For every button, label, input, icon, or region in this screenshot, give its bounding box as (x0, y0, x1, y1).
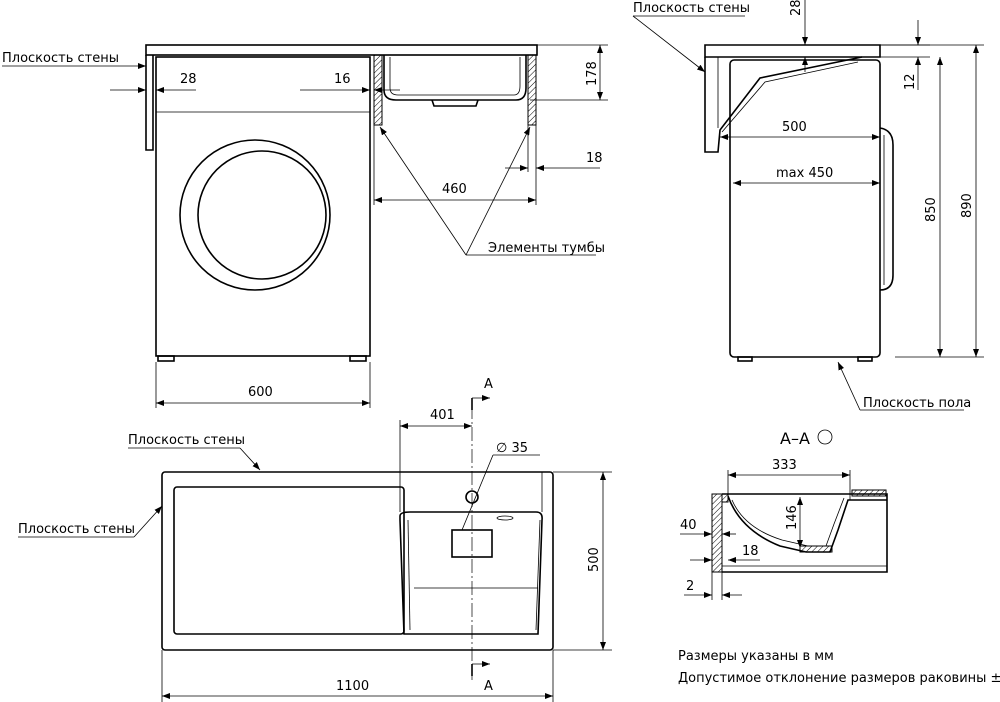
front-view: Плоскость стены 28 16 178 18 460 Элемент… (2, 44, 608, 408)
drain-plan (451, 529, 493, 558)
section-symbol (817, 429, 833, 445)
wall-bracket-section (711, 493, 723, 573)
dim-890-side: 890 (960, 193, 975, 218)
machine-foot-right (349, 355, 367, 362)
dim-16-front: 16 (334, 72, 351, 87)
dim-18-section: 18 (742, 544, 759, 559)
cabinet-element-right (527, 54, 537, 126)
dim-850-side: 850 (924, 197, 939, 222)
washing-machine-side (729, 59, 881, 358)
countertop-plan (161, 471, 554, 651)
dim-40-section: 40 (680, 518, 697, 533)
machine-area-plan (173, 486, 405, 635)
wall-plane-label-plan-left: Плоскость стены (18, 522, 135, 537)
basin-front (383, 55, 527, 101)
wall-plane-label-front: Плоскость стены (2, 51, 119, 66)
basin-drain-front (431, 99, 479, 107)
cabinet-elements-label: Элементы тумбы (488, 241, 605, 256)
dim-max450-side: max 450 (776, 166, 833, 181)
section-mark-top: А (484, 377, 493, 392)
plan-view: А А 401 ∅ 35 500 1100 Плоскость стены Пл… (18, 377, 612, 702)
washing-machine-front (155, 56, 371, 357)
dim-600-front: 600 (248, 385, 273, 400)
dim-28-side: 28 (789, 0, 804, 16)
section-title: А–А (780, 429, 810, 448)
wall-plane-label-side: Плоскость стены (633, 1, 750, 16)
machine-door-outer (179, 139, 331, 291)
note-tolerance: Допустимое отклонение размеров раковины … (678, 671, 1000, 686)
dim-460-front: 460 (442, 182, 467, 197)
machine-door-side (879, 127, 894, 291)
countertop-side (704, 44, 881, 58)
hole-diameter-label: ∅ 35 (496, 441, 528, 456)
wall-bracket-front (145, 55, 154, 151)
dim-1100-plan: 1100 (336, 679, 369, 694)
dim-2-section: 2 (686, 579, 694, 594)
note-units: Размеры указаны в мм (678, 649, 834, 664)
basin-section (722, 493, 888, 573)
dim-178-front: 178 (585, 61, 600, 86)
machine-door-inner (197, 150, 327, 280)
dim-333-section: 333 (772, 458, 797, 473)
dim-28-front: 28 (180, 72, 197, 87)
drain-section (799, 545, 833, 553)
section-mark-bottom: А (484, 679, 493, 694)
dim-12-side: 12 (903, 73, 918, 90)
wall-plane-label-plan-top: Плоскость стены (128, 433, 245, 448)
overflow-hole (496, 515, 514, 521)
dim-146-section: 146 (785, 505, 800, 530)
dim-18-front: 18 (586, 151, 603, 166)
countertop-front (145, 44, 538, 56)
dim-401-plan: 401 (430, 408, 455, 423)
dim-500-side: 500 (782, 120, 807, 135)
dim-500-plan: 500 (587, 547, 602, 572)
floor-plane-label: Плоскость пола (863, 396, 971, 411)
side-view: Плоскость стены 28 12 500 max 450 850 89… (632, 0, 984, 411)
section-view: А–А 333 146 40 18 2 (680, 429, 888, 600)
machine-foot-left (157, 355, 175, 362)
wall-bracket-side (704, 56, 863, 153)
basin-plan (399, 511, 543, 635)
